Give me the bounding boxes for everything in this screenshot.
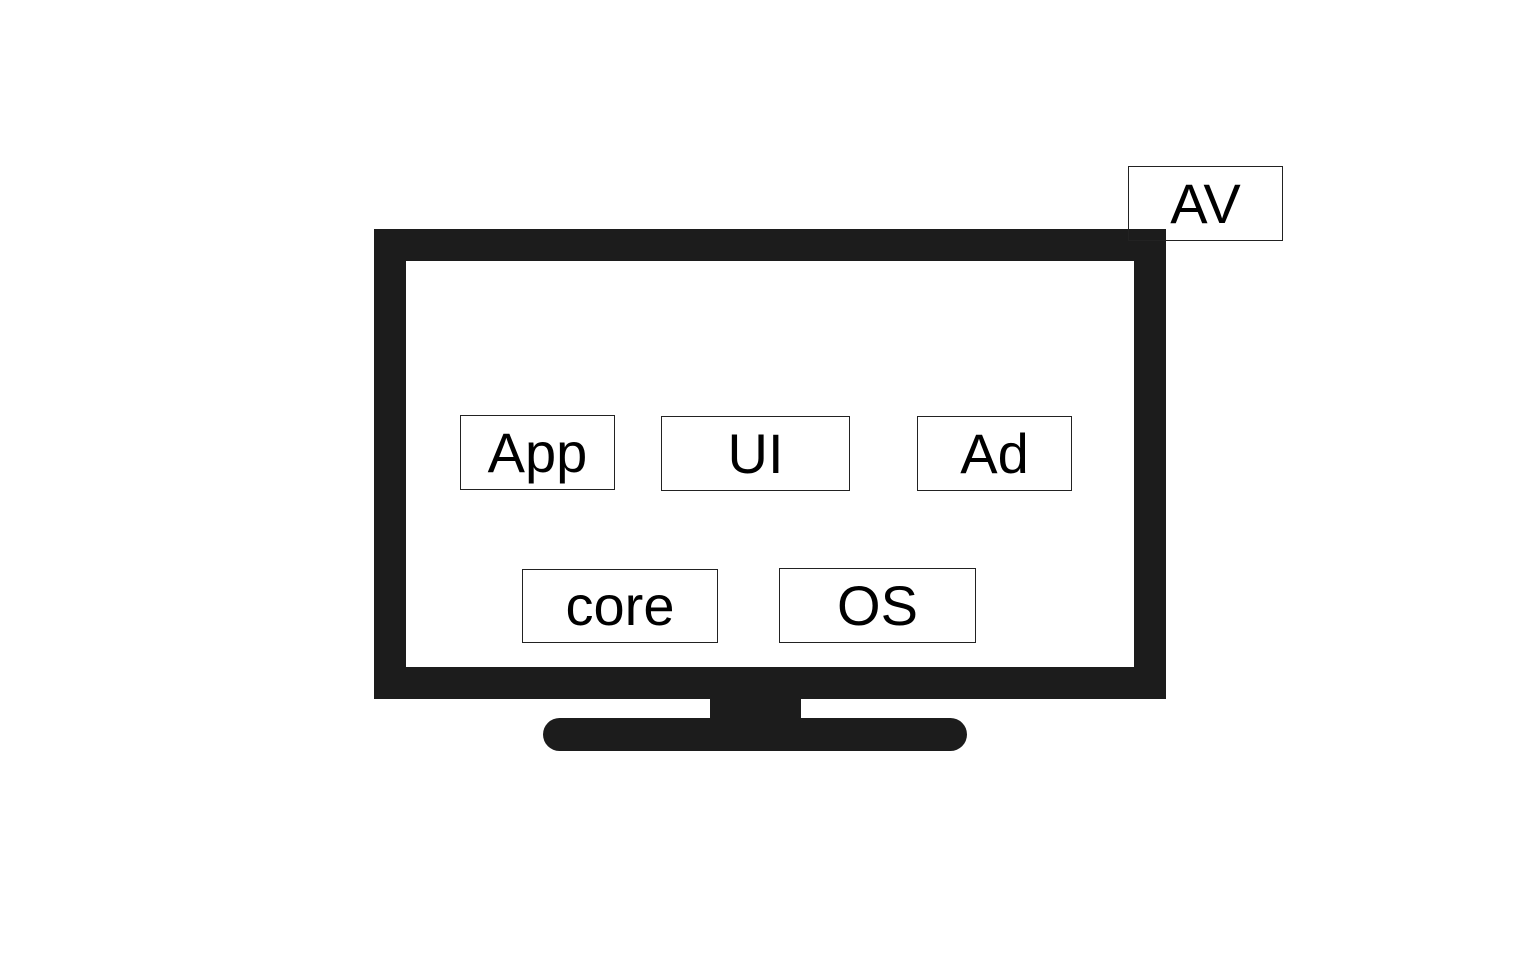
app-label: App <box>487 420 588 484</box>
core-label-box: core <box>522 569 718 643</box>
ad-label-box: Ad <box>917 416 1072 491</box>
tv-stand-base <box>543 718 967 751</box>
app-label-box: App <box>460 415 615 490</box>
ui-label: UI <box>727 421 784 485</box>
av-label: AV <box>1170 171 1241 235</box>
av-label-box: AV <box>1128 166 1283 241</box>
ad-label: Ad <box>960 421 1029 485</box>
os-label: OS <box>837 573 918 637</box>
core-label: core <box>565 574 675 637</box>
os-label-box: OS <box>779 568 976 643</box>
ui-label-box: UI <box>661 416 850 491</box>
